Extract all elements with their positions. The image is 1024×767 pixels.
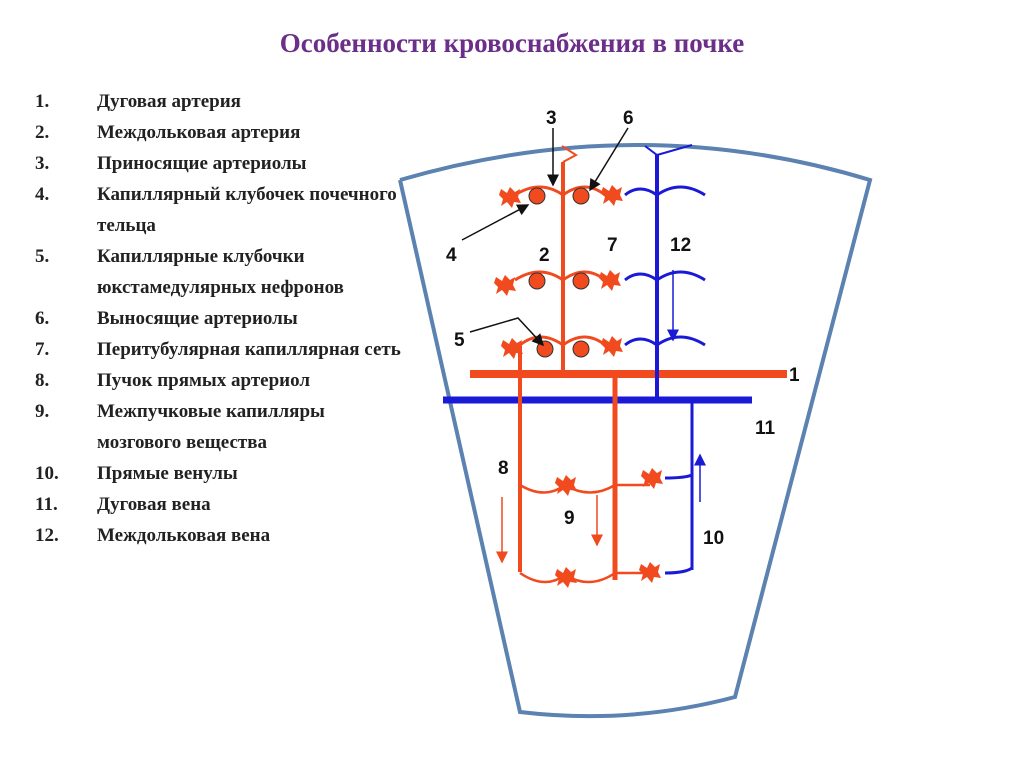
- legend-num: 8.: [35, 370, 50, 391]
- label-11: 11: [755, 418, 776, 439]
- legend-text: Дуговая вена: [97, 494, 211, 515]
- label-8: 8: [498, 458, 509, 479]
- legend-text: Междольковая вена: [97, 525, 271, 546]
- label-12: 12: [670, 235, 691, 256]
- vasa-recta: [518, 345, 694, 588]
- legend-item: 12. Междольковая вена: [35, 520, 405, 551]
- legend-list: 1. Дуговая артерия 2. Междольковая артерия…: [35, 86, 405, 551]
- label-10: 10: [703, 528, 724, 549]
- label-7: 7: [607, 235, 618, 256]
- renal-lobe-outline: [398, 143, 873, 719]
- slide-title: Особенности кровоснабжения в почке: [279, 28, 745, 58]
- label-9: 9: [564, 508, 575, 529]
- legend-item: 3. Приносящие артериолы: [35, 148, 405, 179]
- label-6: 6: [623, 108, 634, 129]
- pointer-4: [461, 204, 530, 241]
- legend-text: Выносящие артериолы: [97, 308, 298, 329]
- legend-num: 7.: [35, 339, 50, 360]
- legend-item: 8. Пучок прямых артериол: [35, 365, 405, 396]
- legend-item: 10. Прямые венулы: [35, 458, 405, 489]
- label-4: 4: [446, 245, 457, 266]
- legend-num: 2.: [35, 122, 50, 143]
- legend-text: Междольковая артерия: [97, 122, 301, 143]
- label-2: 2: [539, 245, 550, 266]
- legend-item: 2. Междольковая артерия: [35, 117, 405, 148]
- legend-item: 7. Перитубулярная капиллярная сеть: [35, 334, 405, 365]
- legend-text: Капиллярные клубочки юкстамедулярных неф…: [97, 246, 344, 298]
- legend-num: 3.: [35, 153, 50, 174]
- label-1: 1: [789, 365, 800, 386]
- legend-text: Капиллярный клубочек почечного тельца: [97, 184, 397, 236]
- legend-num: 11.: [35, 494, 58, 515]
- pointer-6: [589, 127, 629, 192]
- legend-item: 9. Межпучковые капилляры мозгового вещест…: [35, 396, 405, 458]
- legend-num: 6.: [35, 308, 50, 329]
- legend-item: 1. Дуговая артерия: [35, 86, 405, 117]
- label-5: 5: [454, 330, 465, 351]
- legend-item: 11. Дуговая вена: [35, 489, 405, 520]
- legend-text: Приносящие артериолы: [97, 153, 307, 174]
- legend-text: Межпучковые капилляры мозгового вещества: [97, 401, 325, 453]
- interlobular-artery: [561, 145, 578, 373]
- legend-text: Дуговая артерия: [97, 91, 241, 112]
- legend-item: 4. Капиллярный клубочек почечного тельца: [35, 179, 405, 241]
- legend-item: 5. Капиллярные клубочки юкстамедулярных н…: [35, 241, 405, 303]
- legend-text: Прямые венулы: [97, 463, 238, 484]
- legend-text: Пучок прямых артериол: [97, 370, 311, 391]
- pointer-5: [469, 317, 545, 347]
- legend-num: 1.: [35, 91, 50, 112]
- legend-num: 9.: [35, 401, 50, 422]
- legend-num: 5.: [35, 246, 50, 267]
- legend-num: 12.: [35, 525, 59, 546]
- legend-item: 6. Выносящие артериолы: [35, 303, 405, 334]
- legend-text: Перитубулярная капиллярная сеть: [97, 339, 401, 360]
- label-3: 3: [546, 108, 557, 129]
- legend-num: 4.: [35, 184, 50, 205]
- legend-num: 10.: [35, 463, 59, 484]
